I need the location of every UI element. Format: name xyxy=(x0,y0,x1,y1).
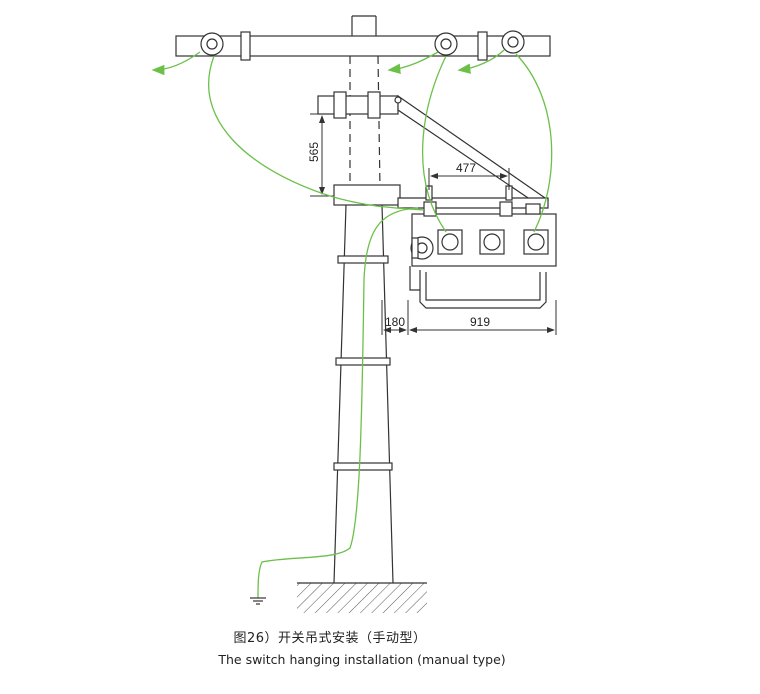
dimension-label-477: 477 xyxy=(456,161,476,175)
caption-chinese: 图26）开关吊式安装（手动型） xyxy=(233,631,427,646)
ground-symbol-icon xyxy=(250,597,266,605)
operating-handle-frame xyxy=(409,266,547,309)
dimension-477 xyxy=(428,168,510,190)
insulator-left xyxy=(200,32,224,56)
dimension-180-919 xyxy=(381,300,557,335)
ground-wires xyxy=(151,49,553,599)
mounting-bracket xyxy=(317,91,550,209)
pole xyxy=(333,184,401,584)
caption-english: The switch hanging installation (manual … xyxy=(218,652,506,667)
crossarm xyxy=(175,31,551,61)
pole-top xyxy=(349,15,381,191)
switch-body xyxy=(410,185,557,267)
ground-base xyxy=(297,582,427,613)
insulator-middle xyxy=(434,32,458,56)
insulator-right xyxy=(501,30,525,54)
dimension-label-565: 565 xyxy=(307,142,321,162)
dimension-label-919: 919 xyxy=(470,315,490,329)
dimension-label-180: 180 xyxy=(385,315,405,329)
